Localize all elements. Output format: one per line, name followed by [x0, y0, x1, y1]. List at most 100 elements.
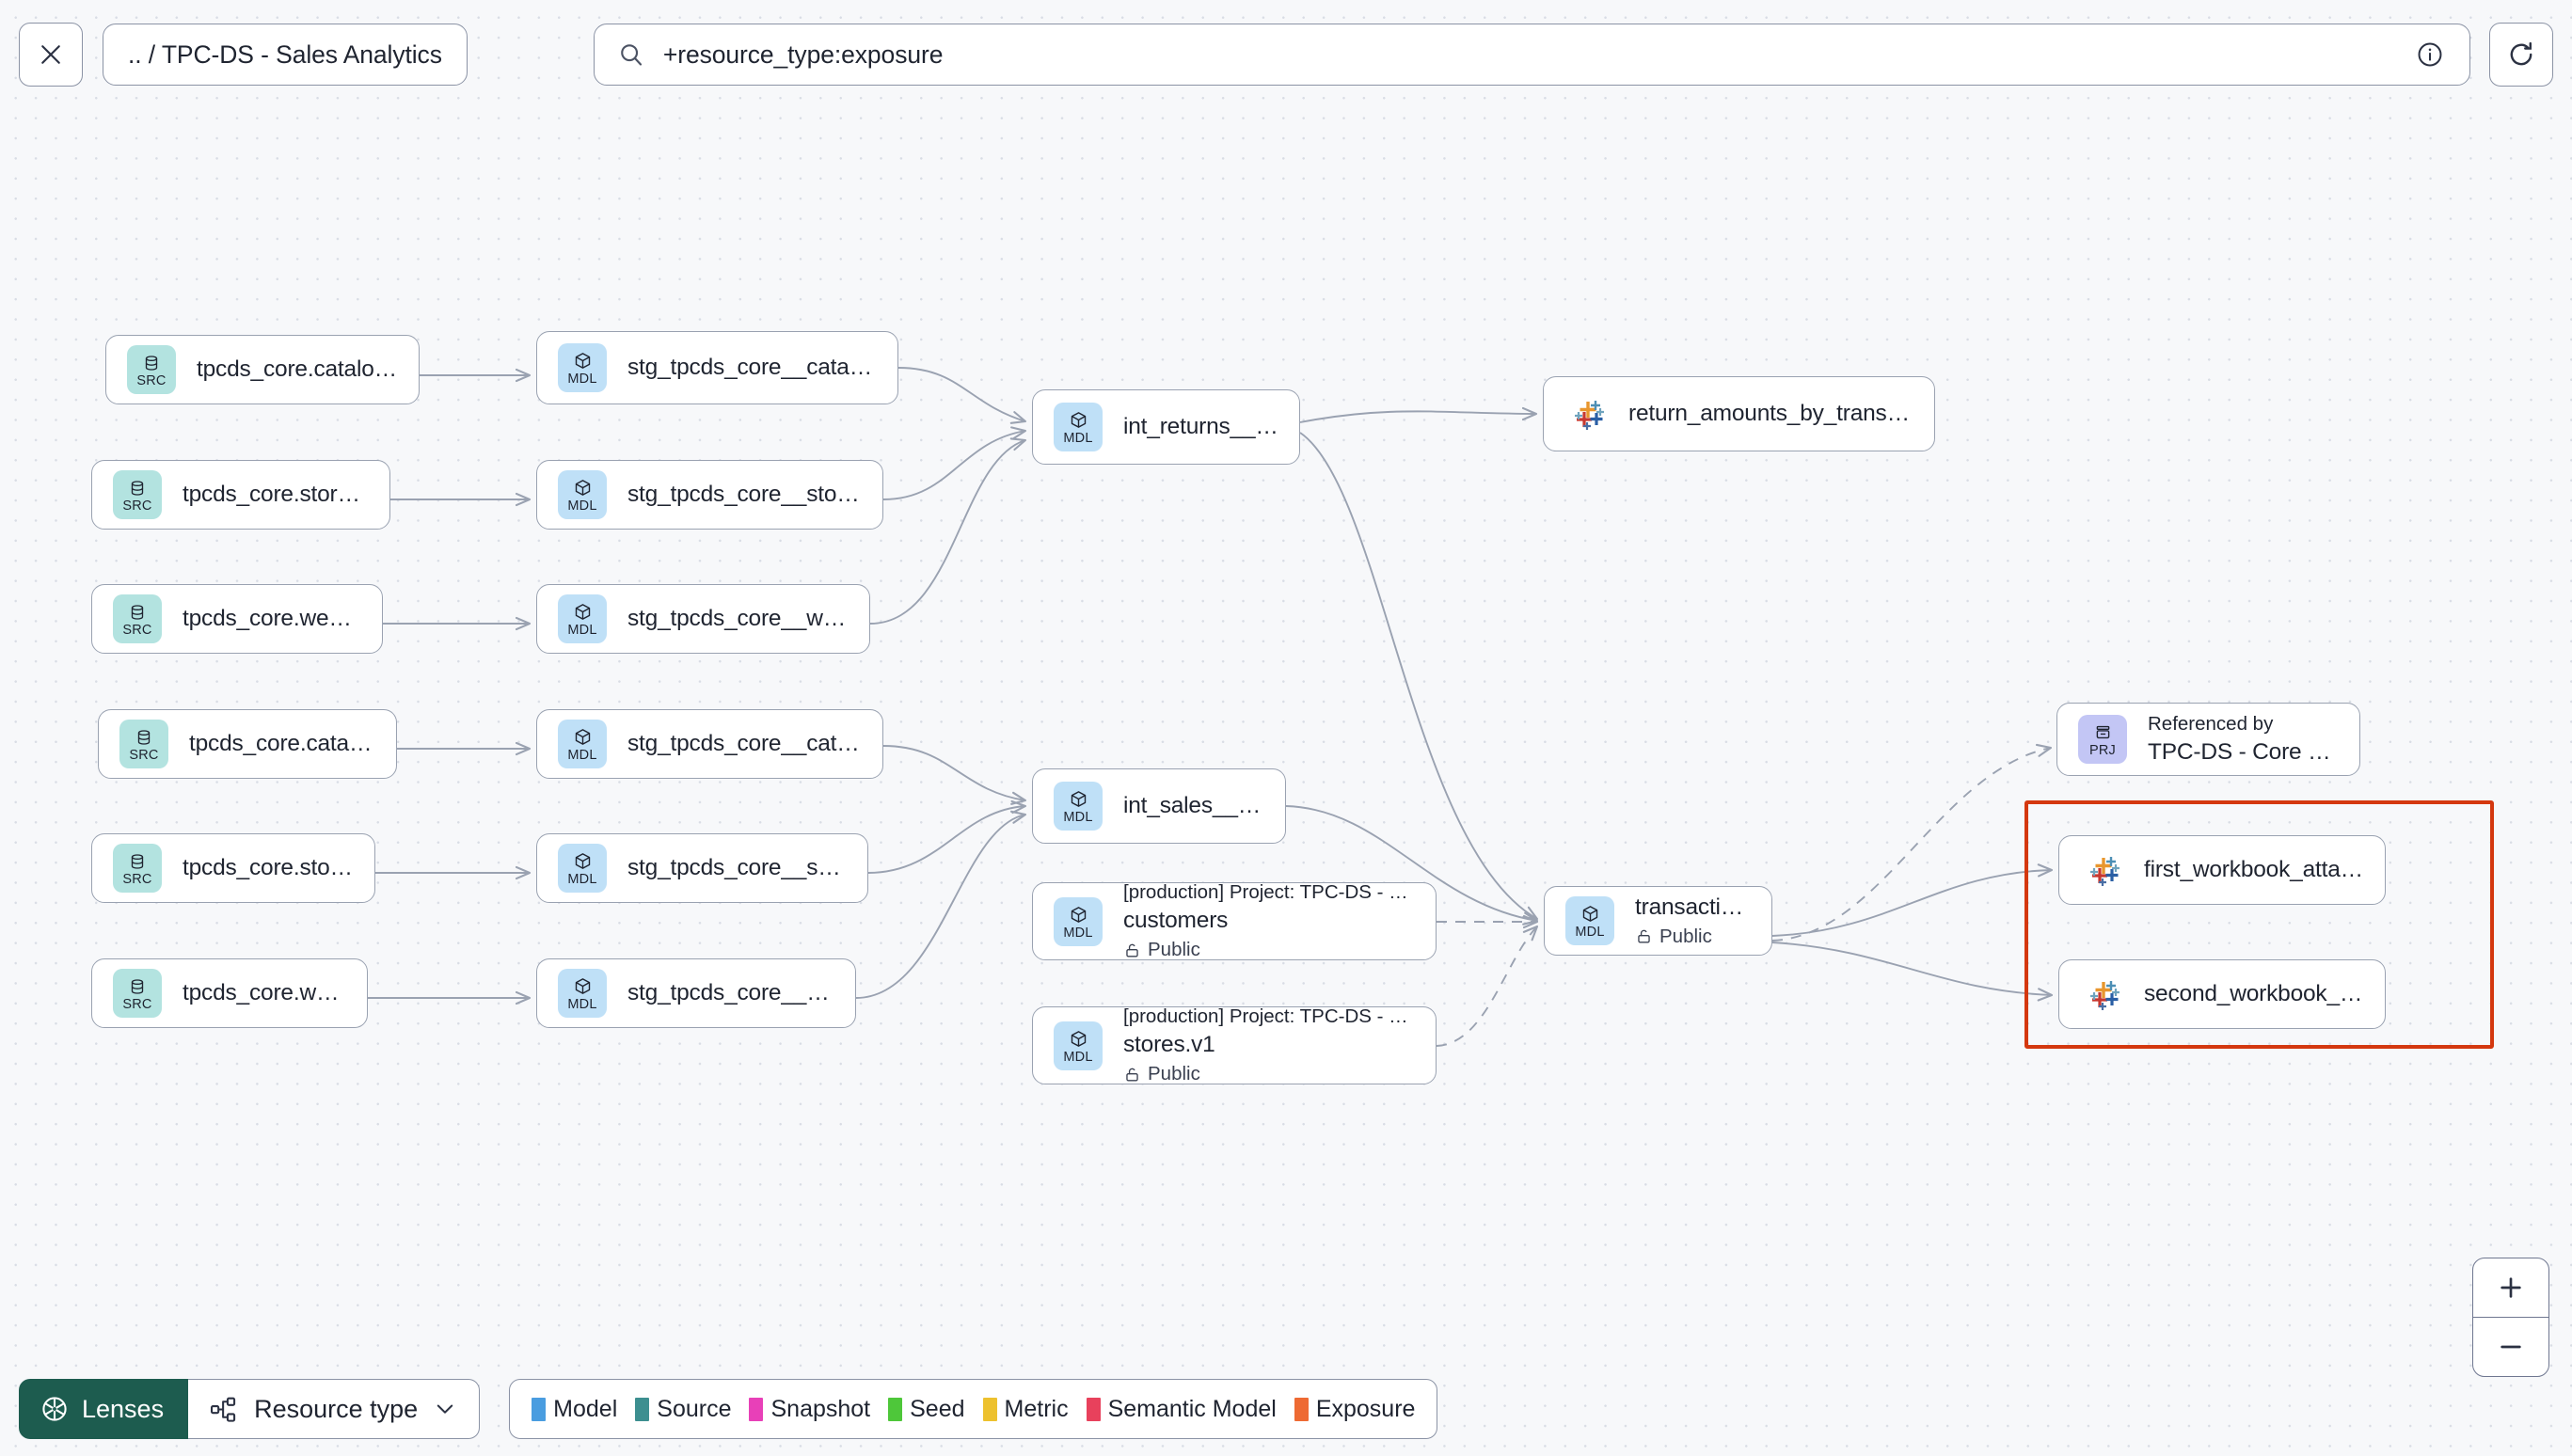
graph-node-model[interactable]: MDL stg_tpcds_core__web_returns [536, 584, 870, 654]
plus-icon [2501, 1277, 2521, 1298]
legend-swatch [635, 1397, 650, 1421]
src-badge-label: SRC [122, 498, 152, 514]
mdl-badge: MDL [1054, 782, 1103, 831]
legend-swatch [888, 1397, 903, 1421]
legend-item-snapshot: Snapshot [749, 1396, 870, 1423]
zoom-out-button[interactable] [2473, 1318, 2548, 1376]
info-circle-icon[interactable] [2415, 40, 2445, 70]
database-icon [142, 354, 161, 372]
graph-node-model[interactable]: MDL stg_tpcds_core__web_sales [536, 958, 856, 1028]
project-stack-icon [2093, 722, 2113, 742]
node-referenced-by-label: Referenced by [2148, 713, 2274, 735]
graph-node-model[interactable]: MDL transactions Public [1544, 886, 1772, 956]
graph-node-exposure[interactable]: second_workbook_connected_to_live… [2058, 959, 2386, 1029]
cube-icon [573, 602, 593, 622]
graph-node-source[interactable]: SRC tpcds_core.catalog_sales [98, 709, 397, 779]
legend-label: Metric [1004, 1395, 1069, 1422]
top-toolbar: .. / TPC-DS - Sales Analytics +resource_… [0, 0, 2572, 109]
src-badge-label: SRC [122, 871, 152, 887]
graph-node-model[interactable]: MDL int_sales__unioned [1032, 768, 1286, 844]
graph-node-exposure[interactable]: first_workbook_attached_to_tpc-ds_-_… [2058, 835, 2386, 905]
node-title: stg_tpcds_core__web_returns [627, 606, 849, 631]
graph-node-model[interactable]: MDL [production] Project: TPC-DS - Core … [1032, 1006, 1437, 1084]
cube-icon [573, 976, 593, 996]
hierarchy-icon [211, 1397, 236, 1422]
graph-node-source[interactable]: SRC tpcds_core.store_sales [91, 833, 375, 903]
node-title: stg_tpcds_core__store_returns [627, 482, 862, 507]
node-title: tpcds_core.store_sales [183, 855, 354, 880]
mdl-badge: MDL [558, 470, 607, 519]
legend-item-metric: Metric [982, 1395, 1069, 1423]
search-input[interactable]: +resource_type:exposure [662, 40, 944, 69]
cube-icon [573, 851, 593, 871]
graph-node-model[interactable]: MDL stg_tpcds_core__store_sales [536, 833, 868, 903]
zoom-in-button[interactable] [2473, 1258, 2548, 1317]
legend-swatch [982, 1397, 997, 1421]
node-title: first_workbook_attached_to_tpc-ds_-_… [2144, 857, 2364, 882]
cube-icon [1069, 905, 1088, 925]
breadcrumb[interactable]: .. / TPC-DS - Sales Analytics [103, 24, 468, 86]
node-title: stg_tpcds_core__web_sales [627, 980, 834, 1005]
mdl-badge: MDL [558, 594, 607, 643]
node-title: tpcds_core.catalog_sales [189, 731, 375, 756]
node-title: transactions [1635, 894, 1751, 920]
mdl-badge-label: MDL [1063, 1049, 1093, 1065]
src-badge: SRC [113, 594, 162, 643]
graph-node-exposure[interactable]: return_amounts_by_transaction_type [1543, 376, 1935, 451]
graph-node-model[interactable]: MDL stg_tpcds_core__catalog_returns [536, 331, 898, 404]
cube-icon [1069, 789, 1088, 809]
src-badge-label: SRC [122, 996, 152, 1012]
mdl-badge-label: MDL [567, 872, 597, 887]
cube-icon [573, 478, 593, 498]
tableau-workbook-icon [2084, 850, 2123, 890]
database-icon [128, 852, 147, 871]
mdl-badge-label: MDL [1063, 431, 1093, 446]
search-bar[interactable]: +resource_type:exposure [593, 24, 2470, 86]
lenses-button[interactable]: Lenses [19, 1379, 189, 1439]
node-title: stores.v1 [1123, 1032, 1215, 1057]
unlock-icon [1638, 929, 1650, 943]
tableau-workbook-icon [2084, 974, 2123, 1014]
close-button[interactable] [19, 23, 83, 87]
mdl-badge: MDL [1565, 896, 1614, 945]
src-badge: SRC [119, 720, 168, 768]
prj-badge-label: PRJ [2089, 743, 2116, 758]
database-icon [135, 728, 153, 747]
mdl-badge-label: MDL [1063, 810, 1093, 825]
minus-icon [2501, 1345, 2521, 1349]
tableau-workbook-icon [1568, 394, 1608, 434]
graph-node-source[interactable]: SRC tpcds_core.store_returns [91, 460, 390, 530]
src-badge-label: SRC [122, 622, 152, 638]
legend-item-source: Source [635, 1396, 731, 1423]
graph-node-project[interactable]: PRJ Referenced by TPC-DS - Core Data Mod… [2056, 703, 2360, 776]
node-title: stg_tpcds_core__store_sales [627, 855, 847, 880]
graph-node-model[interactable]: MDL int_returns__unioned [1032, 389, 1300, 465]
mdl-badge: MDL [558, 720, 607, 768]
legend-swatch [749, 1397, 764, 1421]
graph-node-model[interactable]: MDL [production] Project: TPC-DS - Core … [1032, 882, 1437, 960]
graph-node-source[interactable]: SRC tpcds_core.catalog_returns [105, 335, 420, 404]
refresh-button[interactable] [2489, 23, 2553, 87]
mdl-badge: MDL [1054, 1021, 1103, 1070]
breadcrumb-label: .. / TPC-DS - Sales Analytics [128, 40, 442, 69]
graph-node-source[interactable]: SRC tpcds_core.web_sales [91, 958, 368, 1028]
lenses-label: Lenses [82, 1394, 165, 1423]
graph-node-source[interactable]: SRC tpcds_core.web_returns [91, 584, 383, 654]
legend-item-exposure: Exposure [1294, 1396, 1415, 1423]
graph-node-model[interactable]: MDL stg_tpcds_core__catalog_sales [536, 709, 883, 779]
resource-type-dropdown[interactable]: Resource type [188, 1379, 481, 1439]
resource-type-label: Resource type [254, 1394, 419, 1423]
node-title: return_amounts_by_transaction_type [1628, 401, 1913, 426]
node-access-label: Public [1659, 925, 1712, 947]
node-title: tpcds_core.web_returns [183, 606, 361, 631]
refresh-icon [2510, 41, 2532, 66]
mdl-badge: MDL [558, 343, 607, 392]
node-title: TPC-DS - Core Data Models [2148, 739, 2339, 765]
src-badge-label: SRC [129, 747, 159, 763]
mdl-badge-label: MDL [567, 372, 597, 387]
legend-item-model: Model [532, 1396, 617, 1423]
graph-node-model[interactable]: MDL stg_tpcds_core__store_returns [536, 460, 883, 530]
node-project-label: [production] Project: TPC-DS - Core Data… [1123, 882, 1415, 903]
legend-item-seed: Seed [888, 1396, 965, 1423]
